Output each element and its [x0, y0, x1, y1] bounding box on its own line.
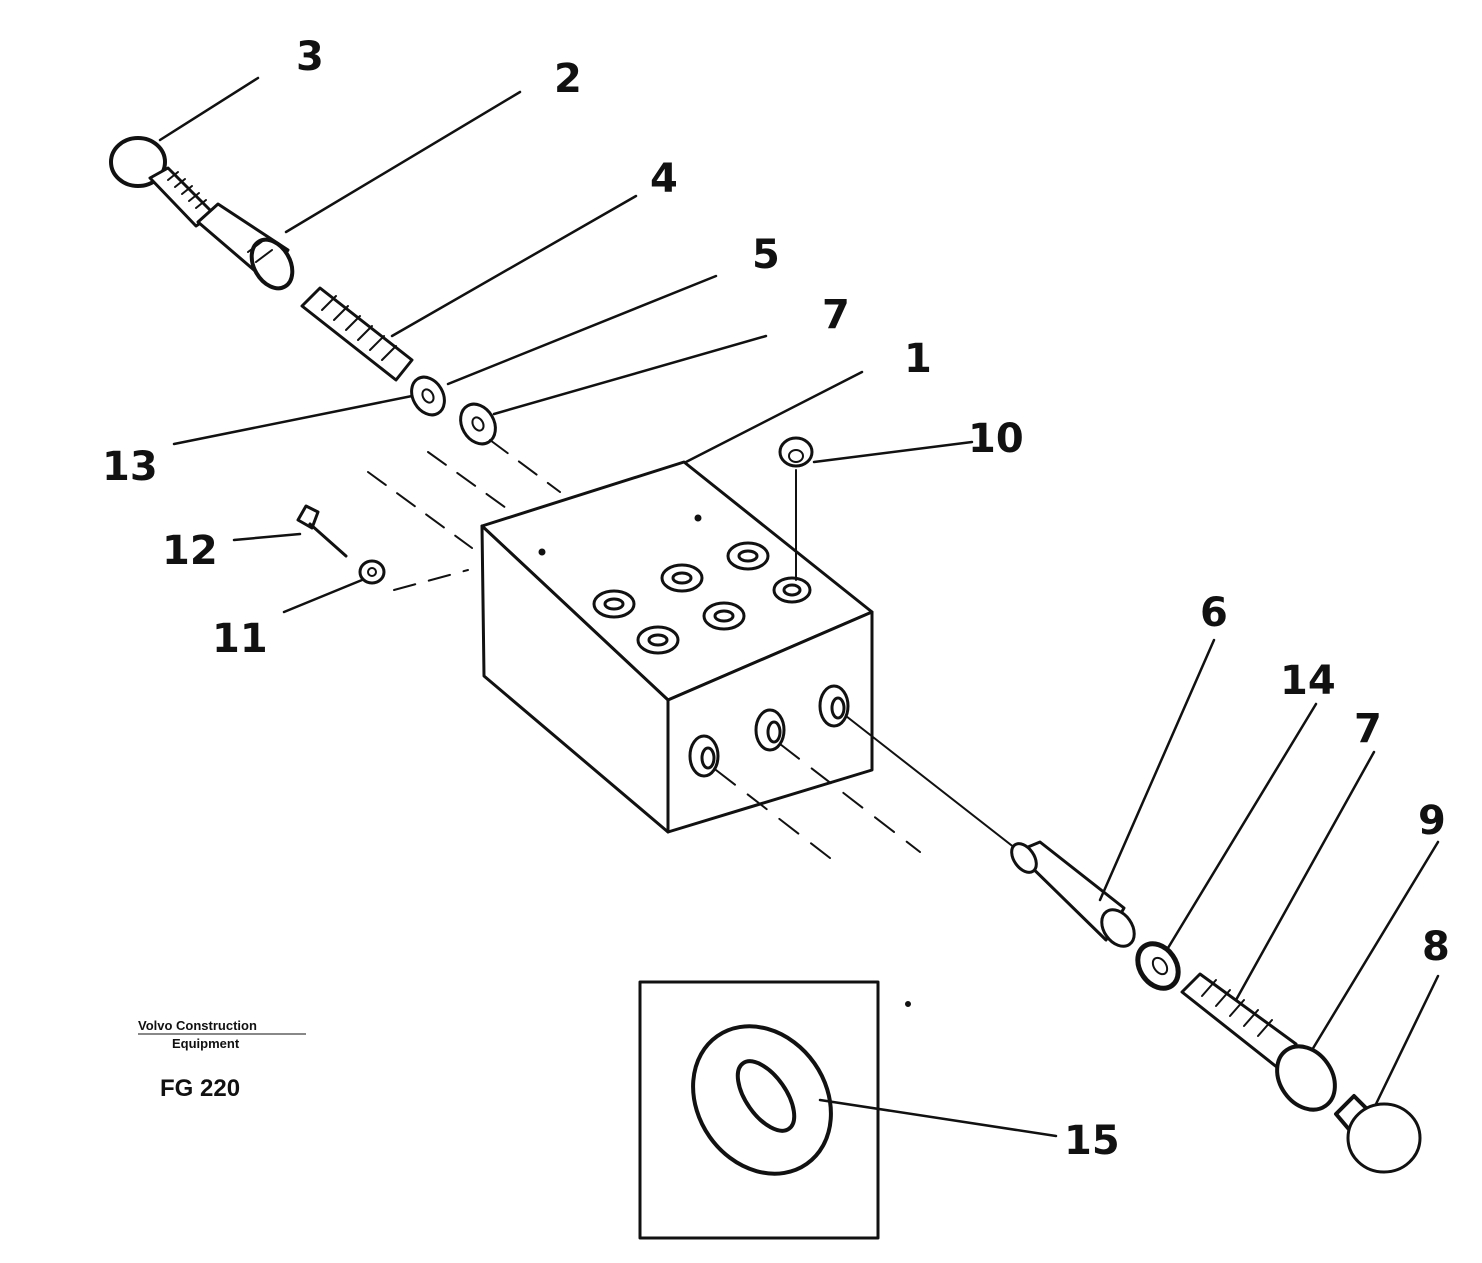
axis-line-spool [845, 715, 1021, 853]
callout-10: 10 [968, 416, 1024, 462]
top-ports [592, 541, 812, 655]
callout-7-upper: 7 [822, 292, 850, 338]
callout-6: 6 [1200, 590, 1228, 636]
caption-brand-line2: Equipment [172, 1036, 240, 1051]
part-6-piston [1014, 840, 1126, 942]
upper-spool-assembly [109, 136, 497, 446]
figure-caption: Volvo Construction Equipment FG 220 [138, 1018, 306, 1102]
callout-9: 9 [1418, 798, 1446, 844]
callout-8: 8 [1422, 924, 1450, 970]
inset-frame [638, 980, 880, 1240]
part-5-washer [410, 375, 446, 417]
part-9-oring [1275, 1044, 1337, 1112]
part-15-seal [691, 1024, 833, 1176]
caption-brand-line1: Volvo Construction [138, 1018, 257, 1033]
inset-part-15 [638, 980, 911, 1240]
caption-figure-code: FG 220 [160, 1075, 240, 1102]
part-14-washer [1135, 941, 1181, 991]
axis-lines-lower [715, 743, 921, 859]
end-face-ports [688, 684, 850, 778]
part-8-cap [1346, 1102, 1422, 1174]
callout-3: 3 [296, 34, 324, 80]
callout-14: 14 [1280, 658, 1336, 704]
leader-lines [158, 76, 1440, 1138]
callout-11: 11 [212, 616, 268, 662]
block-end-face [666, 610, 874, 834]
part-10-plug [778, 436, 814, 581]
part-12-screw [296, 504, 348, 558]
part-7-washer-upper [459, 402, 497, 446]
callout-7-lower: 7 [1354, 706, 1382, 752]
lower-spool-assembly [1010, 840, 1422, 1174]
axis-lines-upper [367, 439, 561, 591]
part-1-valve-block [480, 460, 874, 834]
callout-numbers: 3 2 4 5 7 1 13 10 12 11 6 14 7 9 8 15 [102, 34, 1450, 1164]
callout-4: 4 [650, 156, 678, 202]
callout-12: 12 [162, 528, 218, 574]
part-7-spring-lower [1180, 972, 1298, 1070]
callout-5: 5 [752, 232, 780, 278]
callout-13: 13 [102, 444, 158, 490]
part-11-washer [358, 559, 386, 585]
callout-1: 1 [904, 336, 932, 382]
callout-15: 15 [1064, 1118, 1120, 1164]
part-3-cap [109, 136, 167, 188]
callout-2: 2 [554, 56, 582, 102]
part-2-ring [249, 237, 295, 291]
